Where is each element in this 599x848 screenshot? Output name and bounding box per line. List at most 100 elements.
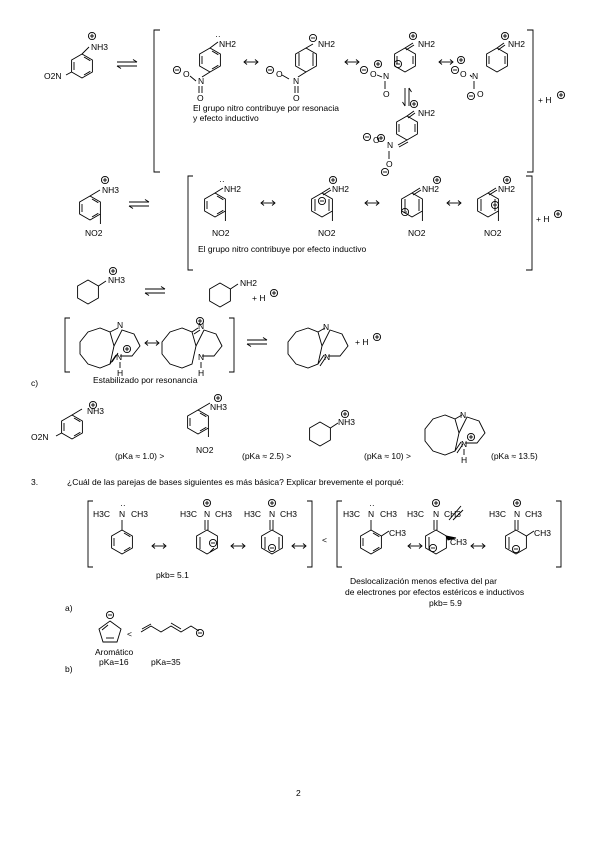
svg-text:N: N [383, 71, 389, 81]
meta-structure-3: NH2 NO2 [400, 175, 442, 238]
svg-text:H: H [198, 368, 204, 378]
svg-text:CH3: CH3 [389, 528, 406, 538]
o2n-label: O2N [44, 71, 61, 81]
equilibrium-arrow [144, 286, 166, 296]
svg-text:N: N [204, 509, 210, 519]
bracket-right [526, 175, 533, 271]
svg-text:··: ·· [120, 500, 126, 510]
svg-text:NO2: NO2 [85, 228, 103, 238]
svg-text:NH2: NH2 [498, 184, 515, 194]
resonance-arrow [446, 200, 462, 206]
svg-text:NO2: NO2 [408, 228, 426, 238]
aromatic-label: Aromático [95, 647, 134, 657]
svg-text:NH2: NH2 [508, 39, 525, 49]
m-nitroanilinium: NH3 NO2 [79, 175, 119, 238]
svg-text:N: N [460, 410, 466, 420]
resonance-arrow [260, 200, 276, 206]
svg-text:CH3: CH3 [215, 509, 232, 519]
svg-text:H3C: H3C [244, 509, 261, 519]
bracket-right [307, 500, 313, 568]
dimethyl-o-toluidine-2: H3C N CH3 CH3 [407, 498, 467, 555]
svg-text:NO2: NO2 [212, 228, 230, 238]
svg-text:NH3: NH3 [210, 402, 227, 412]
svg-text:N: N [387, 140, 393, 150]
pka-order-2: NH3 NO2 [187, 393, 227, 455]
svg-text:NH2: NH2 [418, 39, 435, 49]
resonance-structure-4: NH2 O N O [450, 31, 525, 101]
label-a: a) [65, 603, 73, 613]
dimethylaniline-1: H3C N ·· CH3 [93, 500, 148, 555]
svg-text:N: N [368, 509, 374, 519]
pka-order-value-2: (pKa ≈ 2.5) > [242, 451, 291, 461]
svg-text:··: ·· [219, 176, 225, 186]
svg-text:NH2: NH2 [318, 39, 335, 49]
svg-text:O: O [373, 135, 380, 145]
svg-text:CH3: CH3 [444, 509, 461, 519]
resonance-structure-5: NH2 O N O [362, 99, 435, 177]
svg-text:N: N [119, 509, 125, 519]
svg-text:O: O [293, 93, 300, 103]
bracket-left [87, 500, 93, 568]
resonance-arrow [407, 543, 423, 549]
svg-text:N: N [198, 352, 204, 362]
svg-text:NH2: NH2 [332, 184, 349, 194]
svg-text:NH3: NH3 [338, 417, 355, 427]
question-number: 3. [31, 477, 38, 487]
svg-text:NO2: NO2 [196, 445, 214, 455]
meta-structure-2: NH2 NO2 [311, 175, 349, 238]
bracket-left [336, 500, 342, 568]
svg-text:H3C: H3C [489, 509, 506, 519]
resonance-arrow [364, 200, 380, 206]
svg-text:O: O [477, 89, 484, 99]
bracket-left [153, 29, 160, 173]
svg-text:CH3: CH3 [131, 509, 148, 519]
dimethylaniline-3: H3C N CH3 [244, 498, 297, 555]
resonance-arrow [470, 543, 486, 549]
svg-text:N: N [472, 71, 478, 81]
nitro-inductive-note: El grupo nitro contribuye por efecto ind… [198, 244, 366, 254]
svg-text:N: N [117, 320, 123, 330]
question-text: ¿Cuál de las parejas de bases siguientes… [67, 477, 404, 487]
equilibrium-arrow [116, 59, 138, 69]
dimethyl-o-toluidine-3: H3C N CH3 CH3 [489, 498, 551, 555]
svg-text:··: ·· [215, 31, 221, 41]
svg-text:O: O [460, 69, 467, 79]
resonance-arrow [438, 59, 454, 65]
pentadienyl-anion [140, 622, 205, 638]
svg-text:NO2: NO2 [484, 228, 502, 238]
svg-text:O: O [383, 89, 390, 99]
svg-text:H3C: H3C [180, 509, 197, 519]
svg-text:O2N: O2N [31, 432, 48, 442]
svg-text:H: H [117, 368, 123, 378]
svg-text:N: N [323, 322, 329, 332]
svg-text:NH2: NH2 [240, 278, 257, 288]
svg-text:NH3: NH3 [87, 406, 104, 416]
svg-text:N: N [514, 509, 520, 519]
resonance-arrow [151, 543, 167, 549]
svg-text:H: H [461, 455, 467, 465]
svg-text:N: N [198, 76, 204, 86]
svg-text:··: ·· [369, 500, 375, 510]
equilibrium-arrow [128, 199, 150, 209]
proton-term: + H [538, 95, 551, 105]
svg-text:N: N [116, 352, 122, 362]
bracket-right [229, 317, 235, 373]
p-nitroanilinium: NH3 O2N [44, 31, 108, 81]
svg-text:O: O [386, 159, 393, 169]
dbu: N N [287, 322, 349, 369]
svg-text:NH3: NH3 [108, 275, 125, 285]
page-number: 2 [296, 788, 301, 798]
dimethyl-o-toluidine-1: H3C N ·· CH3 CH3 [343, 500, 406, 555]
pka-order-3: NH3 [309, 409, 355, 447]
nitro-resonance-note-2: y efecto inductivo [193, 113, 259, 123]
pka-order-4: N N H [424, 410, 486, 465]
svg-text:H3C: H3C [343, 509, 360, 519]
cyclohexylammonium: NH3 [77, 266, 125, 305]
resonance-arrow [144, 340, 160, 346]
dbu-h-structure-1: N N H [79, 320, 141, 378]
less-effective-note-2: de electrones por efectos estéricos e in… [345, 587, 524, 597]
nitro-resonance-note-1: El grupo nitro contribuye por resonacia [193, 103, 339, 113]
svg-text:O: O [370, 69, 377, 79]
cyclopentadienide [98, 610, 122, 643]
less-effective-note-1: Deslocalización menos efectiva del par [350, 576, 497, 586]
